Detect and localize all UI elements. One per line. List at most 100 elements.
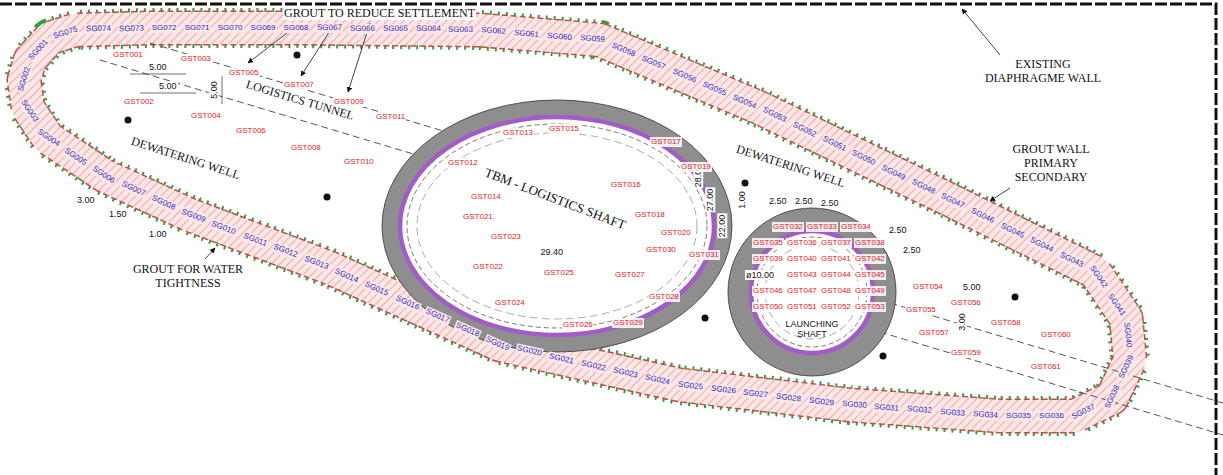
grout-hole-label: GST024	[494, 298, 526, 308]
grout-hole-label: GST018	[634, 210, 666, 220]
grout-hole-label: SG067	[316, 23, 343, 33]
grout-hole-label: GST027	[614, 270, 646, 280]
grout-hole-label: GST055	[905, 305, 937, 315]
grout-hole-label: GST031	[688, 250, 720, 260]
grout-hole-label: GST049	[854, 286, 886, 296]
grout-hole-label: GST052	[820, 302, 852, 312]
diaphragm-wall	[0, 4, 1216, 475]
grout-hole-label: GST001	[112, 50, 144, 60]
grout-hole-label: SG060	[546, 31, 574, 43]
shaft-label: LAUNCHING SHAFT	[781, 319, 843, 340]
grout-hole-label: GST059	[950, 348, 982, 358]
callout-text: EXISTING DIAPHRAGME WALL	[978, 57, 1108, 85]
grout-hole-label: GST026	[562, 320, 594, 330]
grout-hole-label: SG073	[118, 23, 145, 34]
grout-hole-label: GST061	[1030, 362, 1062, 372]
grout-hole-label: SG065	[381, 24, 408, 34]
shaft-ring	[400, 117, 714, 335]
grout-band-edge	[24, 28, 1130, 416]
dimension-text: 22.00	[717, 214, 727, 239]
grout-hole-label: GST050	[752, 302, 784, 312]
grout-hole-label: GST060	[1040, 330, 1072, 340]
grout-hole-label: GST053	[854, 302, 886, 312]
grout-hole-label: SG035	[1005, 411, 1032, 421]
grout-hole-label: GST008	[290, 143, 322, 153]
grout-hole-label: GST019	[680, 162, 712, 172]
dimension-text: 2.50	[888, 225, 908, 235]
grout-hole-label: GST033	[806, 222, 838, 232]
grout-hole-label: GST058	[990, 318, 1022, 328]
dimension-text: 1.00	[737, 190, 747, 210]
dewatering-well	[702, 315, 709, 322]
leader-line	[205, 248, 215, 259]
grout-hole-label: GST014	[470, 192, 502, 202]
grout-hole-label: GST017	[650, 137, 682, 147]
grout-hole-label: GST046	[752, 286, 784, 296]
tunnel-line	[880, 300, 1223, 403]
dimension-text: 1.00	[148, 229, 168, 239]
dimension-text: 29.40	[540, 247, 565, 257]
dimension-text: 3.00	[957, 312, 967, 332]
grout-hole-label: GST030	[645, 245, 677, 255]
grout-hole-label: GST006	[235, 126, 267, 136]
grout-hole-label: GST012	[447, 158, 479, 168]
grout-hole-label: SG068	[283, 23, 310, 33]
grout-hole-label: GST020	[660, 228, 692, 238]
grout-hole-label: SG034	[972, 409, 1000, 421]
grout-hole-label: GST035	[752, 238, 784, 248]
grout-hole-label: SG074	[85, 24, 112, 35]
shaft-ring	[728, 208, 896, 376]
dewatering-well	[324, 194, 331, 201]
dimension-text: 2.50	[794, 196, 814, 206]
grout-hole-label: GST002	[123, 97, 155, 107]
grout-hole-label: GST057	[918, 328, 950, 338]
grout-hole-label: GST021	[462, 212, 494, 222]
dimension-text: 2.50	[820, 198, 840, 208]
grout-hole-label: GST045	[854, 270, 886, 280]
dimension-text: 2.50	[768, 196, 788, 206]
grout-hole-label: GST011	[375, 112, 406, 122]
grout-hole-label: SG036	[1038, 411, 1065, 421]
grout-hole-label: SG031	[873, 402, 901, 414]
dimension-text: 1.50	[108, 209, 128, 219]
grout-hole-label: GST003	[180, 54, 212, 64]
grout-hole-label: GST022	[472, 262, 504, 272]
grout-hole-label: GST048	[820, 286, 852, 296]
grout-hole-label: SG070	[217, 23, 244, 33]
dewatering-well	[880, 353, 887, 360]
dimension-text: 5.00	[209, 80, 219, 100]
grout-hole-label: SG071	[184, 23, 211, 33]
grout-hole-label: SG032	[906, 404, 934, 416]
grout-hole-label: GST032	[772, 222, 804, 232]
callout-text: GROUT FOR WATER TIGHTNESS	[122, 262, 254, 290]
shaft-ring	[382, 100, 732, 352]
grout-hole-label: GST025	[543, 268, 575, 278]
dewatering-well	[125, 117, 132, 124]
grout-hole-label: GST040	[786, 254, 818, 264]
grout-hole-label: GST009	[333, 97, 365, 107]
grout-row-outer	[24, 28, 1130, 416]
grout-hole-label: SG064	[414, 24, 441, 34]
dimension-text: 3.00	[76, 195, 96, 205]
dimension-text: 5.00	[962, 282, 982, 292]
grout-hole-label: GST042	[854, 254, 886, 264]
grout-hole-label: GST013	[502, 128, 534, 138]
grout-hole-label: GST051	[786, 302, 818, 312]
grout-hole-label: SG061	[513, 28, 541, 40]
grout-hole-label: GST029	[612, 318, 644, 328]
tunnel-line	[150, 43, 470, 139]
dewatering-well	[742, 180, 749, 187]
grout-hole-label: GST028	[648, 292, 680, 302]
grout-band	[24, 28, 1130, 416]
dimension-text: 5.00	[148, 62, 168, 72]
grout-hole-label: SG069	[250, 23, 277, 33]
grout-hole-label: GST016	[610, 180, 642, 190]
grout-hole-label: GST056	[950, 298, 982, 308]
grout-hole-label: GST044	[820, 270, 852, 280]
grout-hole-label: GST023	[490, 232, 522, 242]
callout-text: DEWATERING WELL	[128, 134, 242, 183]
grout-hole-label: GST005	[228, 68, 260, 78]
grout-hole-label: GST039	[752, 254, 784, 264]
grout-hole-label: GST054	[912, 282, 944, 292]
